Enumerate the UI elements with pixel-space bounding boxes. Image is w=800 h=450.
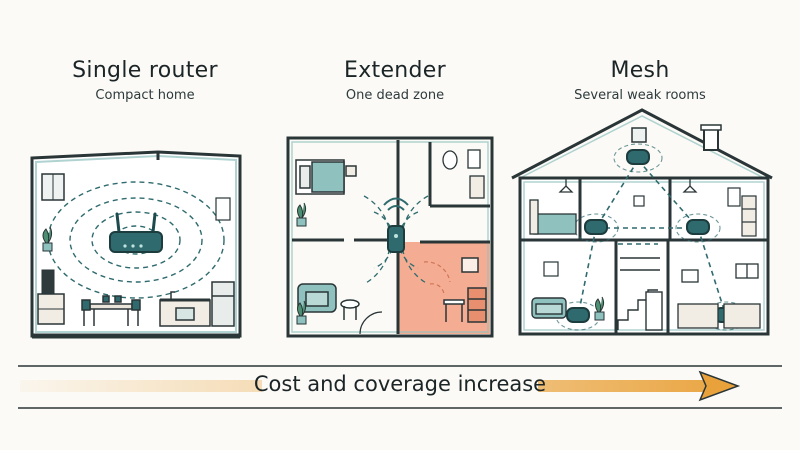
attic-window xyxy=(632,128,646,142)
bed-icon xyxy=(296,160,356,194)
panel-single-router xyxy=(32,152,240,336)
door-icon xyxy=(646,292,662,330)
wall-art xyxy=(728,188,740,206)
plant-icon xyxy=(297,203,306,226)
cost-coverage-label: Cost and coverage increase xyxy=(200,372,600,396)
door xyxy=(360,312,382,334)
chimney xyxy=(704,128,718,150)
toilet-icon xyxy=(443,150,484,198)
wall-art xyxy=(216,198,230,220)
panel-extender xyxy=(288,138,492,336)
panel-mesh xyxy=(512,110,772,334)
plant-icon xyxy=(43,227,52,251)
arrow-head-icon xyxy=(700,372,738,400)
wall-art xyxy=(544,262,558,276)
side-table-icon xyxy=(341,300,359,320)
bookshelf-icon xyxy=(742,196,756,236)
wall-art xyxy=(634,196,644,206)
sofa-icon xyxy=(532,298,566,318)
